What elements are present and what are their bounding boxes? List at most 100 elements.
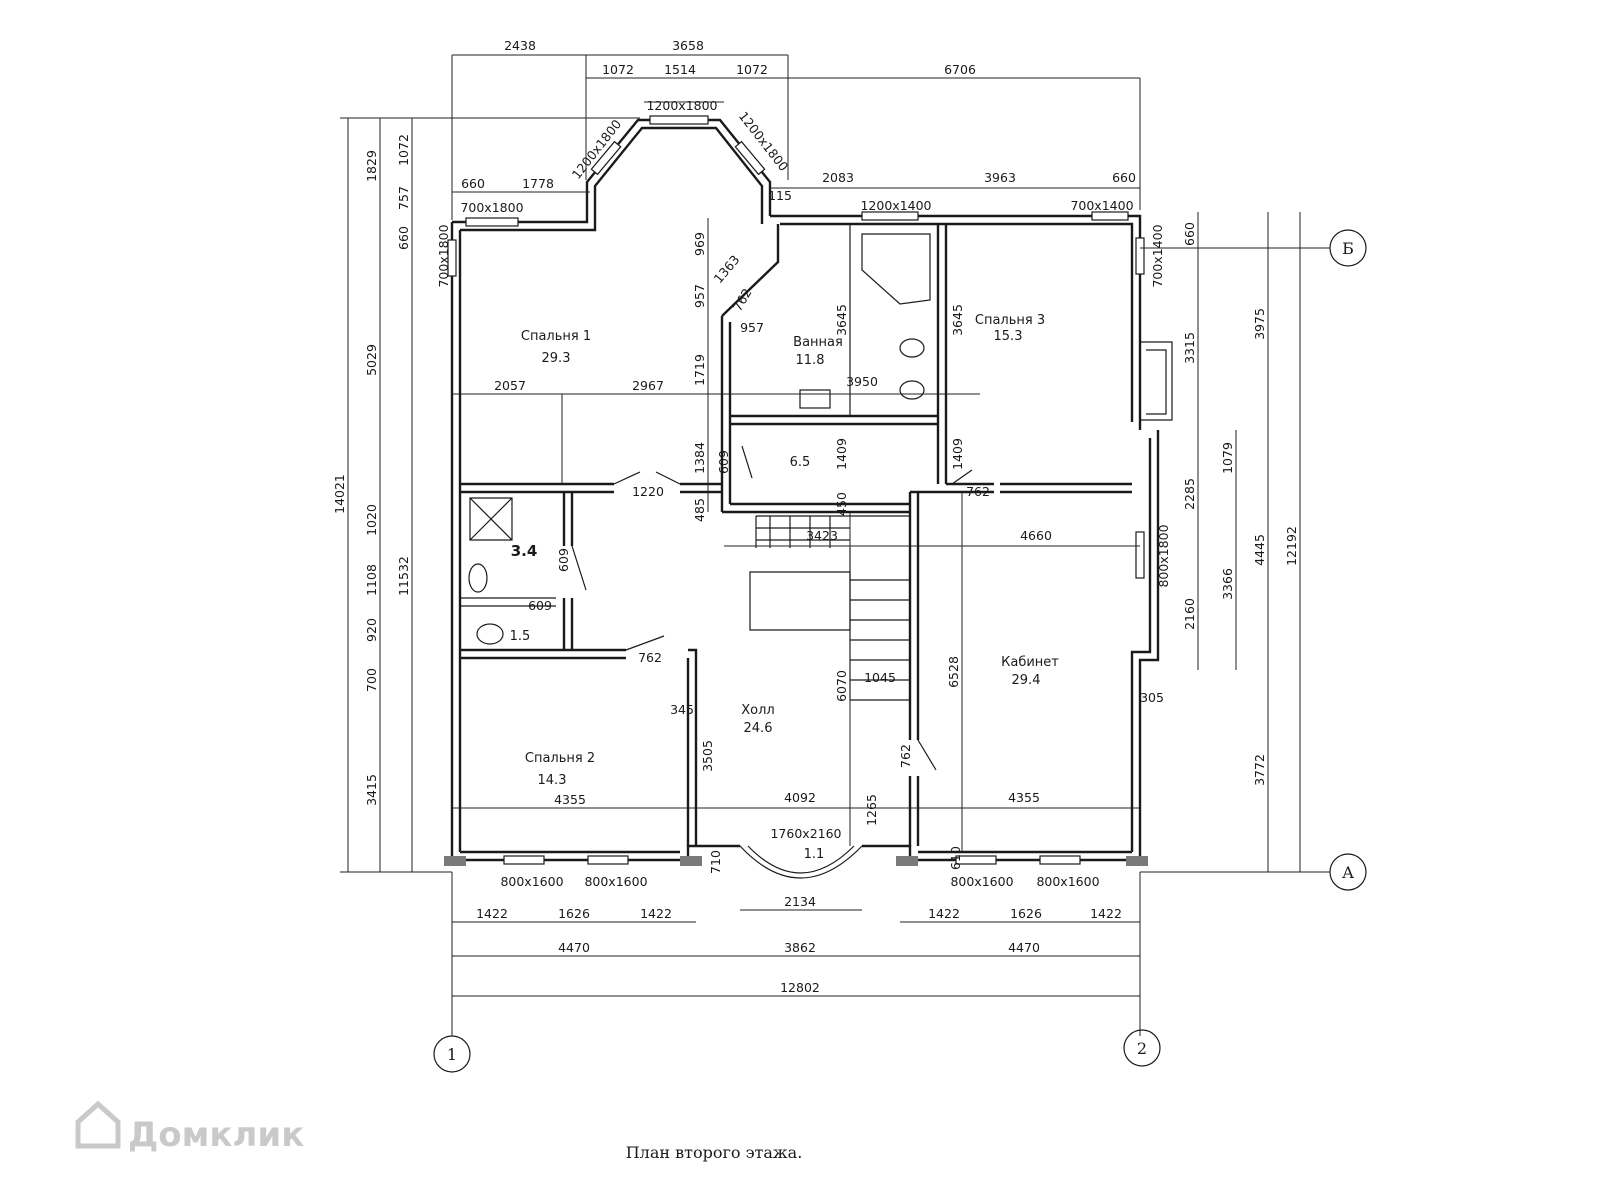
- watermark: Домклик: [75, 1100, 304, 1155]
- dimension-label: 710: [708, 850, 723, 874]
- dimension-label: 3415: [364, 774, 379, 806]
- room-name: Спальня 3: [975, 313, 1045, 328]
- axis-2-label: 2: [1137, 1039, 1147, 1058]
- axis-markers: 1 2 А Б: [433, 229, 1367, 1073]
- dimension-label: 800x1600: [500, 874, 563, 889]
- axis-2-circle: [1123, 1029, 1161, 1067]
- dimension-label: 757: [396, 186, 411, 210]
- dimension-label: 3645: [834, 304, 849, 336]
- dimension-label: 3423: [806, 528, 838, 543]
- axis-a-label: А: [1342, 863, 1354, 882]
- dimension-label: 920: [364, 618, 379, 642]
- dimension-label: 1200x1800: [646, 98, 717, 113]
- room-labels: Спальня 1 29.3 Ванная 11.8 Спальня 3 15.…: [510, 313, 1060, 862]
- top-dimension-texts: 2438 3658 1072 1514 1072 6706 1200x1800 …: [460, 38, 1136, 215]
- dimension-label: 2160: [1182, 598, 1197, 630]
- dimension-label: 1422: [928, 906, 960, 921]
- bottom-dimension-texts: 800x1600 800x1600 1422 1626 1422 4470 38…: [476, 826, 1122, 995]
- dimension-lines: [340, 54, 1330, 1036]
- dimension-label: 700: [364, 668, 379, 692]
- dimension-label: 14021: [332, 474, 347, 514]
- right-dimension-texts: 700x1400 660 3315 3975 1079 2285 4445 12…: [1140, 222, 1299, 786]
- room-area: 1.5: [510, 629, 531, 644]
- axis-1-label: 1: [447, 1045, 457, 1064]
- dimension-label: 969: [692, 232, 707, 256]
- room-area: 1.1: [804, 847, 825, 862]
- dimension-label: 3658: [672, 38, 704, 53]
- dimension-label: 1384: [692, 442, 707, 474]
- dimension-label: 957: [740, 320, 764, 335]
- axis-1-circle: [433, 1035, 471, 1073]
- dimension-label: 610: [948, 846, 963, 870]
- dimension-label: 1760x2160: [770, 826, 841, 841]
- room-name: Спальня 1: [521, 329, 591, 344]
- axis-a-circle: [1329, 853, 1367, 891]
- dimension-label: 3772: [1252, 754, 1267, 786]
- dimension-label: 3963: [984, 170, 1016, 185]
- dimension-label: 12802: [780, 980, 820, 995]
- room-area: 6.5: [790, 455, 811, 470]
- axis-b-label: Б: [1342, 239, 1354, 258]
- dimension-label: 1220: [632, 484, 664, 499]
- dimension-label: 3505: [700, 740, 715, 772]
- dimension-label: 3950: [846, 374, 878, 389]
- left-dimension-texts: 14021 1829 1072 757 660 5029 1020 1108 1…: [332, 134, 451, 806]
- dimension-label: 1045: [864, 670, 896, 685]
- dimension-label: 1422: [640, 906, 672, 921]
- dimension-label: 4470: [1008, 940, 1040, 955]
- dimension-label: 660: [1182, 222, 1197, 246]
- room-name: Ванная: [793, 335, 843, 350]
- dimension-label: 800x1600: [584, 874, 647, 889]
- windows: [447, 115, 1145, 865]
- dimension-label: 11532: [396, 556, 411, 596]
- dimension-label: 1514: [664, 62, 696, 77]
- room-area: 15.3: [994, 329, 1023, 344]
- dimension-label: 1422: [476, 906, 508, 921]
- dimension-label: 1108: [364, 564, 379, 596]
- dimension-label: 5029: [364, 344, 379, 376]
- interior-walls: [460, 224, 1132, 846]
- dimension-label: 700x1400: [1070, 198, 1133, 213]
- dimension-label: 1409: [950, 438, 965, 470]
- room-name: Кабинет: [1001, 655, 1059, 670]
- interior-dimension-texts: 969 1363 957 762 957 1719 3645 3645 2057…: [494, 232, 1052, 826]
- dimension-label: 1422: [1090, 906, 1122, 921]
- dimension-label: 1626: [1010, 906, 1042, 921]
- dimension-label: 609: [528, 598, 552, 613]
- house-icon: [75, 1100, 121, 1149]
- plan-title: План второго этажа.: [626, 1143, 803, 1162]
- door-swings: [571, 445, 973, 771]
- column-hatches: [444, 856, 1148, 866]
- dimension-label: 3315: [1182, 332, 1197, 364]
- room-area: 29.4: [1012, 673, 1041, 688]
- dimension-label: 2967: [632, 378, 664, 393]
- dimension-label: 660: [1112, 170, 1136, 185]
- room-area: 3.4: [511, 542, 538, 560]
- dimension-label: 3975: [1252, 308, 1267, 340]
- dimension-label: 762: [730, 286, 755, 314]
- dimension-label: 660: [461, 176, 485, 191]
- dimension-label: 4445: [1252, 534, 1267, 566]
- dimension-label: 1200x1400: [860, 198, 931, 213]
- dimension-label: 4355: [554, 792, 586, 807]
- dimension-label: 1719: [692, 354, 707, 386]
- dimension-label: 700x1800: [436, 224, 451, 287]
- dimension-label: 3366: [1220, 568, 1235, 600]
- dimension-label: 700x1800: [460, 200, 523, 215]
- dimension-label: 1778: [522, 176, 554, 191]
- watermark-text: Домклик: [128, 1115, 304, 1155]
- dimension-label: 2083: [822, 170, 854, 185]
- room-area: 29.3: [542, 351, 571, 366]
- dimension-label: 762: [966, 484, 990, 499]
- room-name: Спальня 2: [525, 751, 595, 766]
- dimension-label: 4355: [1008, 790, 1040, 805]
- dimension-label: 1072: [602, 62, 634, 77]
- dimension-label: 450: [834, 492, 849, 516]
- dimension-label: 2057: [494, 378, 526, 393]
- dimension-label: 800x1600: [1036, 874, 1099, 889]
- dimension-label: 3862: [784, 940, 816, 955]
- room-area: 11.8: [796, 353, 825, 368]
- dimension-label: 1072: [396, 134, 411, 166]
- room-area: 24.6: [744, 721, 773, 736]
